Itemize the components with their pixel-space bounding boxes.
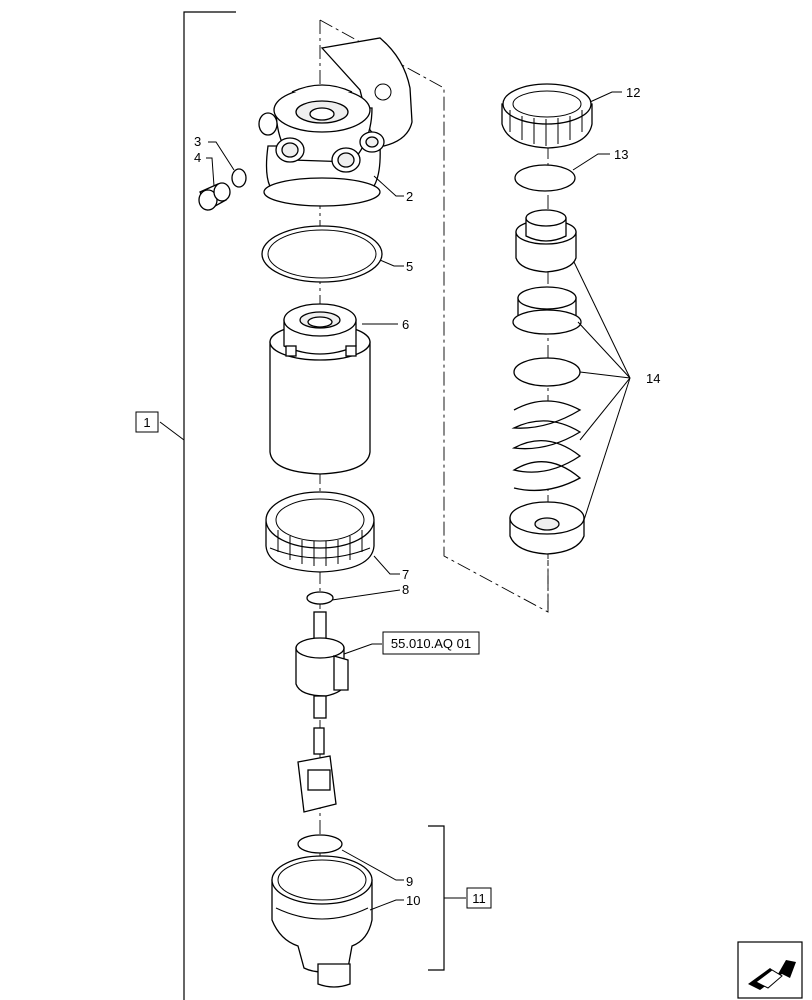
svg-text:11: 11 [472, 891, 486, 906]
pump-piston-part [515, 209, 577, 273]
leader-ref [343, 643, 382, 655]
callout-13: 13 [614, 147, 628, 162]
leader-4 [206, 157, 215, 187]
callout-7: 7 [402, 567, 409, 582]
callout-10: 10 [406, 893, 420, 908]
leader-14c [579, 371, 631, 379]
pump-cup-part [512, 286, 582, 335]
seal-bowl-part [297, 834, 343, 854]
callout-14: 14 [646, 371, 660, 386]
next-page-arrow-icon[interactable] [737, 941, 803, 999]
callout-5: 5 [406, 259, 413, 274]
reference-link-box[interactable]: 55.010.AQ 01 [382, 631, 480, 655]
group-bracket-11 [428, 825, 445, 971]
leader-14d [579, 377, 631, 441]
leader-10 [369, 899, 404, 911]
knurled-nut-part [501, 83, 593, 149]
callout-2: 2 [406, 189, 413, 204]
callout-3: 3 [194, 134, 201, 149]
svg-text:1: 1 [143, 415, 150, 430]
group-bracket-1 [183, 11, 236, 1000]
leader-7 [373, 555, 400, 575]
svg-text:55.010.AQ 01: 55.010.AQ 01 [391, 636, 471, 651]
leader-14b [577, 321, 631, 379]
bracket-1-leader [159, 421, 185, 441]
pump-spring-part [511, 400, 582, 492]
callout-12: 12 [626, 85, 640, 100]
o-ring-large-part [261, 225, 383, 283]
callout-8: 8 [402, 582, 409, 597]
leader-12 [589, 91, 622, 103]
o-ring-small-part [231, 168, 247, 188]
sensor-unit-part [295, 611, 349, 813]
callout-box-11: 11 [466, 887, 492, 909]
water-bowl-part [271, 855, 373, 988]
pump-base-part [509, 501, 585, 555]
filter-head-part [258, 37, 413, 207]
retaining-ring-part [265, 491, 375, 573]
seal-small-part [306, 591, 334, 605]
leader-14a [573, 261, 631, 379]
plug-part [198, 182, 231, 211]
pump-ring-part [513, 357, 581, 387]
leader-5 [379, 259, 404, 267]
leader-9 [341, 849, 404, 881]
o-ring-right-part [514, 164, 576, 192]
filter-element-part [269, 303, 371, 475]
leader-3 [208, 141, 235, 171]
callout-box-1: 1 [135, 411, 159, 433]
callout-9: 9 [406, 874, 413, 889]
leader-2 [373, 175, 404, 197]
leader-8 [331, 589, 401, 601]
leader-14e [583, 377, 631, 521]
callout-4: 4 [194, 150, 201, 165]
leader-13 [572, 153, 610, 171]
callout-6: 6 [402, 317, 409, 332]
